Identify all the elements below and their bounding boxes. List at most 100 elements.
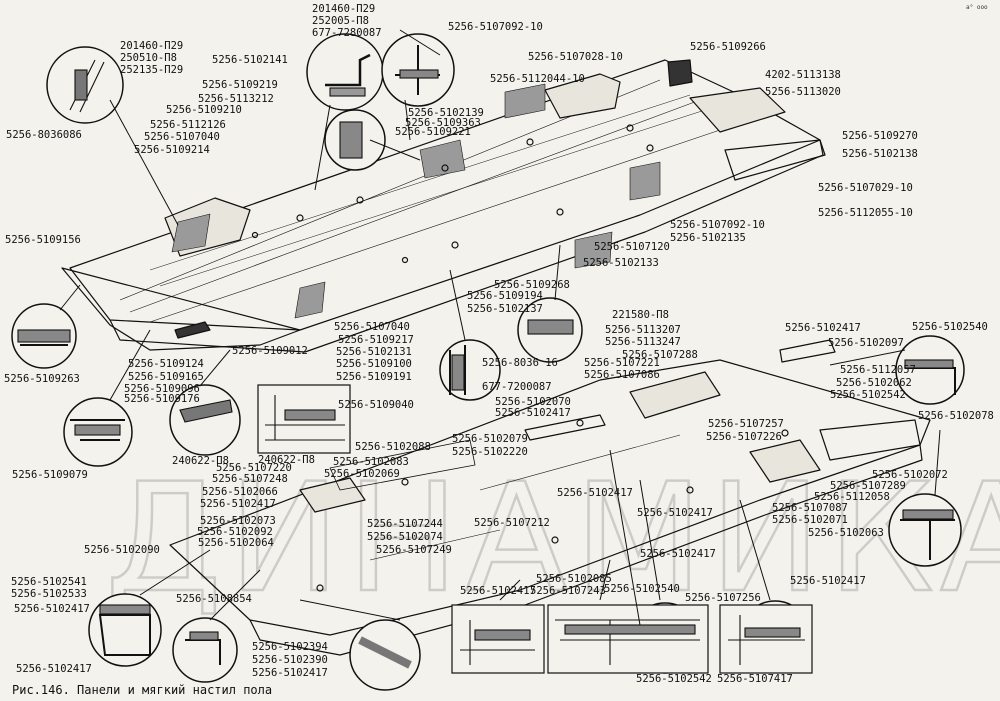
callout-label: 5256-5102131: [336, 346, 412, 358]
callout-label: 5256-5107289: [830, 480, 906, 492]
callout-label: 5256-5107221: [584, 357, 660, 369]
callout-label: 5256-5109079: [12, 469, 88, 481]
callout-label: 5256-5102417: [640, 548, 716, 560]
leader-lines: [59, 29, 941, 626]
callout-label: 252135-П29: [120, 64, 183, 76]
callout-label: 5256-5109194: [467, 290, 543, 302]
callout-label: 5256-5107092-10: [448, 21, 543, 33]
callout-label: 5256-5102220: [452, 446, 528, 458]
callout-label: 5256-5109191: [336, 371, 412, 383]
callout-label: 5256-5112055-10: [818, 207, 913, 219]
callout-label: 4202-5113138: [765, 69, 841, 81]
callout-label: 240622-П8: [172, 455, 229, 467]
callout-label: 5256-5107226: [706, 431, 782, 443]
callout-label: 5256-5109165: [128, 371, 204, 383]
callout-label: 5256-5107092-10: [670, 219, 765, 231]
callout-label: 5256-5108854: [176, 593, 252, 605]
callout-label: 5256-5107257: [708, 418, 784, 430]
callout-label: 5256-5102390: [252, 654, 328, 666]
callout-label: 250510-П8: [120, 52, 177, 64]
callout-label: 5256-5109210: [166, 104, 242, 116]
callout-label: 5256-5113207: [605, 324, 681, 336]
callout-label: 5256-8036086: [6, 129, 82, 141]
callout-label: 5256-5107029-10: [818, 182, 913, 194]
callout-label: 5256-5102135: [670, 232, 746, 244]
callout-label: 5256-5107249: [376, 544, 452, 556]
callout-labels: 201460-П29 250510-П8 252135-П29 5256-803…: [4, 3, 994, 685]
callout-label: 5256-5102417: [16, 663, 92, 675]
callout-label: 5256-5112057: [840, 364, 916, 376]
callout-label: 5256-5109156: [5, 234, 81, 246]
callout-label: 5256-5109270: [842, 130, 918, 142]
callout-label: 5256-5102417: [460, 585, 536, 597]
callout-label: 5256-5113247: [605, 336, 681, 348]
callout-label: 5256-5109363: [405, 117, 481, 129]
callout-label: 5256-5107256: [685, 592, 761, 604]
callout-label: 5256-5109096: [124, 383, 200, 395]
callout-label: 5256-5102542: [830, 389, 906, 401]
callout-label: 5256-5102138: [842, 148, 918, 160]
callout-label: 5256-5102417: [790, 575, 866, 587]
callout-label: 5256-5102417: [14, 603, 90, 615]
callout-label: 5256-5107040: [144, 131, 220, 143]
callout-label: 5256-5109221: [395, 126, 471, 138]
callout-label: 5256-5102417: [495, 407, 571, 419]
callout-label: 5256-5107417: [717, 673, 793, 685]
callout-label: 5256-5109124: [128, 358, 204, 370]
callout-label: 252005-П8: [312, 15, 369, 27]
callout-label: 5256-5102092: [197, 526, 273, 538]
callout-label: 5256-5107212: [474, 517, 550, 529]
callout-label: 5256-5109176: [124, 393, 200, 405]
callout-label: 5256-5107040: [334, 321, 410, 333]
callout-label: 5256-5102417: [557, 487, 633, 499]
callout-label: 5256-5102072: [872, 469, 948, 481]
callout-label: 5256-5102070: [495, 396, 571, 408]
callout-label: 5256-5102071: [772, 514, 848, 526]
callout-label: 677-7200087: [482, 381, 552, 393]
callout-label: 5256-5102073: [200, 515, 276, 527]
callout-label: 5256-5112044-10: [490, 73, 585, 85]
callout-label: 5256-5102141: [212, 54, 288, 66]
lower-floor-assembly: [169, 339, 931, 656]
callout-label: 5256-5107243: [530, 585, 606, 597]
callout-label: 5256-5102066: [202, 486, 278, 498]
callout-label: 5256-5102074: [367, 531, 443, 543]
callout-label: 5256-5102078: [918, 410, 994, 422]
callout-label: 5256-5109263: [4, 373, 80, 385]
callout-label: 5256-5109266: [690, 41, 766, 53]
callout-label: 5256-5102417: [785, 322, 861, 334]
callout-label: 5256-5113020: [765, 86, 841, 98]
callout-label: 5256-5102540: [604, 583, 680, 595]
callout-label: 5256-5112126: [150, 119, 226, 131]
corner-mark: a° ooo: [966, 4, 988, 11]
callout-label: 5256-5109012: [232, 345, 308, 357]
callout-label: 5256-5102139: [408, 107, 484, 119]
callout-label: 5256-5102097: [828, 337, 904, 349]
callout-label: 5256-5107288: [622, 349, 698, 361]
callout-label: 5256-5109217: [338, 334, 414, 346]
callout-label: 201460-П29: [120, 40, 183, 52]
callout-label: 5256-5112058: [814, 491, 890, 503]
callout-label: 5256-5109214: [134, 144, 210, 156]
callout-label: 5256-5102085: [536, 573, 612, 585]
callout-label: 221580-П8: [612, 309, 669, 321]
callout-label: 5256-5102542: [636, 673, 712, 685]
callout-label: 5256-5109268: [494, 279, 570, 291]
callout-label: 5256-5109219: [202, 79, 278, 91]
callout-label: 5256-5102083: [333, 456, 409, 468]
callout-label: 5256-5107028-10: [528, 51, 623, 63]
callout-label: 240622-П8: [258, 454, 315, 466]
callout-label: 5256-5102417: [637, 507, 713, 519]
callout-label: 5256-5102394: [252, 641, 328, 653]
callout-label: 5256-5107248: [212, 473, 288, 485]
callout-label: 5256-5102541: [11, 576, 87, 588]
callout-label: 5256-5102090: [84, 544, 160, 556]
callout-label: 5256-5107087: [772, 502, 848, 514]
callout-label: 5256-5102540: [912, 321, 988, 333]
callout-label: 5256-5102064: [198, 537, 274, 549]
callout-label: 5256-5109040: [338, 399, 414, 411]
callout-label: 5256-5102062: [836, 377, 912, 389]
callout-label: 5256-5102088: [355, 441, 431, 453]
